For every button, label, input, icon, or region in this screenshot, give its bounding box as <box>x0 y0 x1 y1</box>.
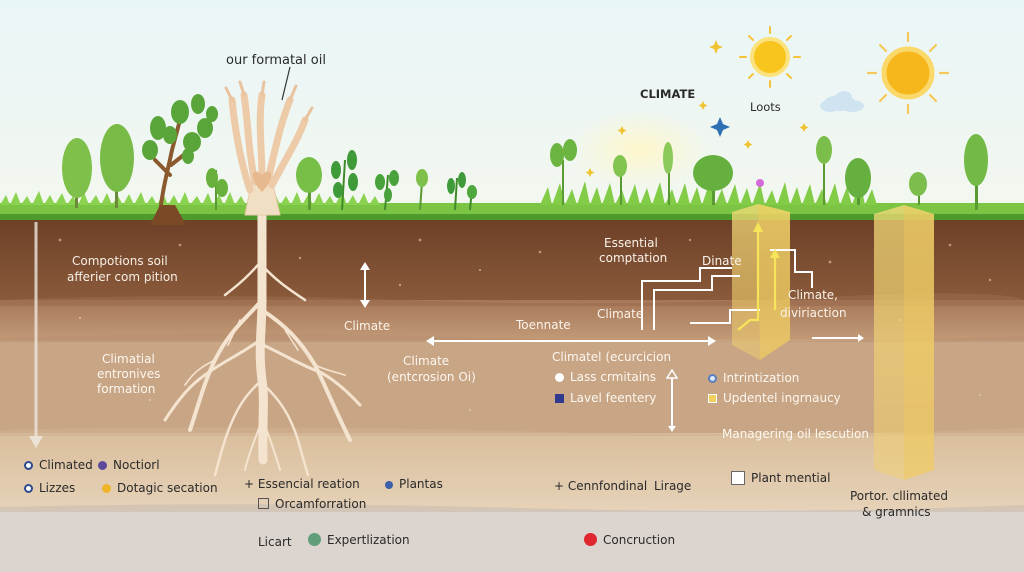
toennate-label: Toennate <box>516 318 571 332</box>
dotagic-row: Dotagic secation <box>102 481 218 495</box>
climated-dot-icon <box>24 461 33 470</box>
lavel-square-icon <box>555 394 564 403</box>
licart-label: Licart <box>258 535 292 549</box>
plant-mential-row: Plant mential <box>731 471 830 485</box>
concruction-row: Concruction <box>584 533 675 547</box>
tree-1 <box>62 138 92 208</box>
climatial-label-1: Climatial <box>102 352 155 366</box>
lower-subsoil-layer <box>0 338 1024 433</box>
lavel-row: Lavel feentery <box>555 391 656 405</box>
cennfondinal-label: + Cennfondinal <box>554 479 648 493</box>
orcamforration-row: Orcamforration <box>258 497 366 511</box>
orcamforration-square-icon <box>258 498 269 509</box>
plantas-row: Plantas <box>385 477 443 491</box>
yellow-arrows <box>737 222 780 331</box>
lass-dot-icon <box>555 373 564 382</box>
climate-div-label-2: diviriaction <box>780 306 847 320</box>
comptation-label: comptation <box>599 251 668 265</box>
connector-arrows <box>360 249 864 432</box>
climated-row: Climated <box>24 458 93 472</box>
noctiorl-dot-icon <box>98 461 107 470</box>
root-trunk <box>224 80 314 216</box>
portor-label-2: & gramnics <box>862 505 931 519</box>
topsoil-layer <box>0 215 1024 300</box>
expertlization-row: Expertlization <box>308 533 410 547</box>
climate-mid-label: Climate <box>597 307 644 321</box>
plant-mential-square-icon <box>731 471 745 485</box>
noctiorl-row: Noctiorl <box>98 458 160 472</box>
climate-erosion-label-2: (entcrosion Oi) <box>387 370 476 384</box>
climate-erosion-label-1: Climate <box>403 354 450 368</box>
root-system <box>163 205 362 477</box>
layer-wave-4 <box>0 504 1024 512</box>
climate-div-label-1: Climate, <box>788 288 838 302</box>
lirage-label: Lirage <box>654 479 692 493</box>
layer-wave-2 <box>0 334 1024 342</box>
light-column-right <box>874 205 934 480</box>
trees-right <box>550 134 988 210</box>
afferier-label: afferier com pition <box>67 270 178 284</box>
dotagic-dot-icon <box>102 484 111 493</box>
climatel-ecurcicion-label: Climatel (ecurcicion <box>552 350 672 364</box>
title-leader-line <box>281 66 291 101</box>
sparkle-icons <box>585 40 809 187</box>
sun-large-icon <box>866 31 950 115</box>
essencial-reation-label: + Essencial reation <box>244 477 360 491</box>
tree-3-branchy <box>142 94 218 225</box>
expertlization-dot-icon <box>308 533 321 546</box>
updentel-square-icon <box>708 394 717 403</box>
diagram-title: our formatal oil <box>226 53 326 68</box>
compositions-label: Compotions soil <box>72 254 168 268</box>
tree-2 <box>100 124 134 208</box>
sun-glow <box>570 110 710 190</box>
climate-arrow-label: Climate <box>344 319 391 333</box>
lizzes-dot-icon <box>24 484 33 493</box>
left-depth-arrow <box>29 222 43 448</box>
concruction-dot-icon <box>584 533 597 546</box>
plantas-dot-icon <box>385 481 393 489</box>
bedrock-layer <box>0 505 1024 572</box>
intrintization-row: Intrintization <box>708 371 799 385</box>
managering-label: Managering oil lescution <box>722 427 869 441</box>
cloud-icon <box>820 91 864 112</box>
climate-top-label: CLIMATE <box>640 87 696 101</box>
sand-layer <box>0 430 1024 510</box>
dinate-label: Dinate <box>702 254 742 268</box>
sun-small-icon <box>739 26 801 88</box>
intrintization-dot-icon <box>708 374 717 383</box>
climatial-label-3: formation <box>97 382 156 396</box>
essential-label: Essential <box>604 236 658 250</box>
small-plants-left <box>206 150 477 211</box>
lass-row: Lass crmitains <box>555 370 656 384</box>
light-column-left <box>732 204 790 360</box>
loots-label: Loots <box>750 100 781 114</box>
portor-label-1: Portor. cllimated <box>850 489 948 503</box>
climatial-label-2: entronives <box>97 367 161 381</box>
lizzes-row: Lizzes <box>24 481 75 495</box>
updentel-row: Updentel ingrnaucy <box>708 391 841 405</box>
